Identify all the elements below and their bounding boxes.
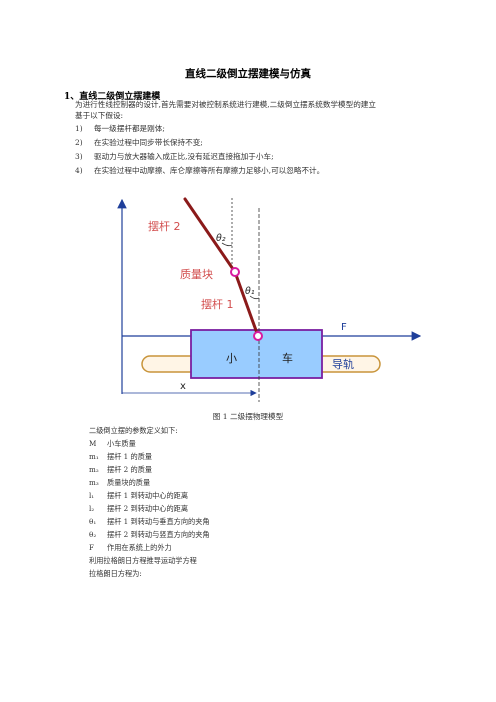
- definitions-outro-2: 拉格朗日方程为:: [89, 569, 142, 578]
- assumption-number: 4): [75, 166, 83, 175]
- definition-symbol: F: [89, 543, 94, 552]
- assumption-text: 在实验过程中同步带长保持不变;: [94, 138, 203, 147]
- assumption-number: 2): [75, 138, 83, 147]
- definition-text: 小车质量: [107, 439, 136, 448]
- definition-text: 摆杆 1 到转动中心的距离: [107, 491, 189, 500]
- rod-1: [233, 270, 260, 338]
- section-heading: 1、直线二级倒立摆建模: [64, 92, 161, 102]
- theta1-arc: [249, 295, 260, 300]
- definitions-intro: 二级倒立摆的参数定义如下:: [89, 426, 178, 435]
- label-mass: 质量块: [180, 268, 213, 281]
- definition-text: 摆杆 1 到转动与垂直方向的夹角: [107, 517, 210, 526]
- label-theta1: θ₁: [245, 286, 255, 297]
- definition-item: m₁ 摆杆 1 的质量: [89, 450, 210, 463]
- definition-symbol: m₂: [89, 465, 99, 474]
- definition-text: 质量块的质量: [107, 478, 151, 487]
- definition-symbol: θ₁: [89, 517, 97, 526]
- theta2-arc: [221, 242, 233, 247]
- mass-block-joint: [230, 267, 240, 277]
- definition-item: l₂ 摆杆 2 到转动中心的距离: [89, 502, 210, 515]
- assumption-number: 1): [75, 124, 83, 133]
- assumption-number: 3): [75, 152, 83, 161]
- intro-paragraph-line1: 为进行性线控制器的设计,首先需要对被控制系统进行建模,二级倒立摆系统数学模型的建…: [75, 100, 376, 109]
- definition-text: 摆杆 2 的质量: [107, 465, 153, 474]
- assumption-text: 每一级摆杆都是刚体;: [94, 124, 165, 133]
- assumption-text: 驱动力与放大器输入成正比,没有延迟直接拖加于小车;: [94, 152, 274, 161]
- definition-item: θ₁ 摆杆 1 到转动与垂直方向的夹角: [89, 515, 210, 528]
- label-theta2: θ₂: [216, 233, 226, 244]
- definition-text: 作用在系统上的外力: [107, 543, 172, 552]
- definition-text: 摆杆 2 到转动中心的距离: [107, 504, 189, 513]
- parameter-definitions: 二级倒立摆的参数定义如下: M 小车质量 m₁ 摆杆 1 的质量 m₂ 摆杆 2 的质…: [89, 424, 210, 580]
- definition-item: l₁ 摆杆 1 到转动中心的距离: [89, 489, 210, 502]
- definition-item: M 小车质量: [89, 437, 210, 450]
- definition-text: 摆杆 2 到转动与竖直方向的夹角: [107, 530, 210, 539]
- definition-item: F 作用在系统上的外力: [89, 541, 210, 554]
- definition-symbol: θ₂: [89, 530, 97, 539]
- rod-2: [183, 197, 237, 274]
- label-rod2: 摆杆 2: [148, 219, 181, 233]
- assumption-text: 在实验过程中动摩擦、库仑摩擦等所有摩擦力足够小,可以忽略不计。: [94, 166, 325, 175]
- definition-symbol: m₁: [89, 452, 99, 461]
- definition-symbol: l₁: [89, 491, 95, 500]
- label-cart-right: 车: [282, 351, 293, 365]
- label-x: x: [180, 381, 186, 392]
- definition-item: m₂ 摆杆 2 的质量: [89, 463, 210, 476]
- definition-symbol: m₃: [89, 478, 99, 487]
- figure-caption: 图 1 二级摆物理模型: [212, 412, 284, 421]
- definition-item: θ₂ 摆杆 2 到转动与竖直方向的夹角: [89, 528, 210, 541]
- definition-item: m₃ 质量块的质量: [89, 476, 210, 489]
- document-title: 直线二级倒立摆建模与仿真: [185, 68, 311, 80]
- definition-text: 摆杆 1 的质量: [107, 452, 153, 461]
- intro-paragraph-line2: 基于以下假设:: [75, 111, 124, 120]
- definition-symbol: l₂: [89, 504, 95, 513]
- definitions-outro-1: 利用拉格朗日方程推导运动学方程: [89, 556, 197, 565]
- definition-symbol: M: [89, 439, 97, 448]
- label-cart-left: 小: [226, 352, 237, 365]
- label-force: F: [341, 322, 347, 333]
- label-rail: 导轨: [332, 357, 354, 371]
- pivot-joint: [253, 331, 263, 341]
- label-rod1: 摆杆 1: [201, 297, 234, 311]
